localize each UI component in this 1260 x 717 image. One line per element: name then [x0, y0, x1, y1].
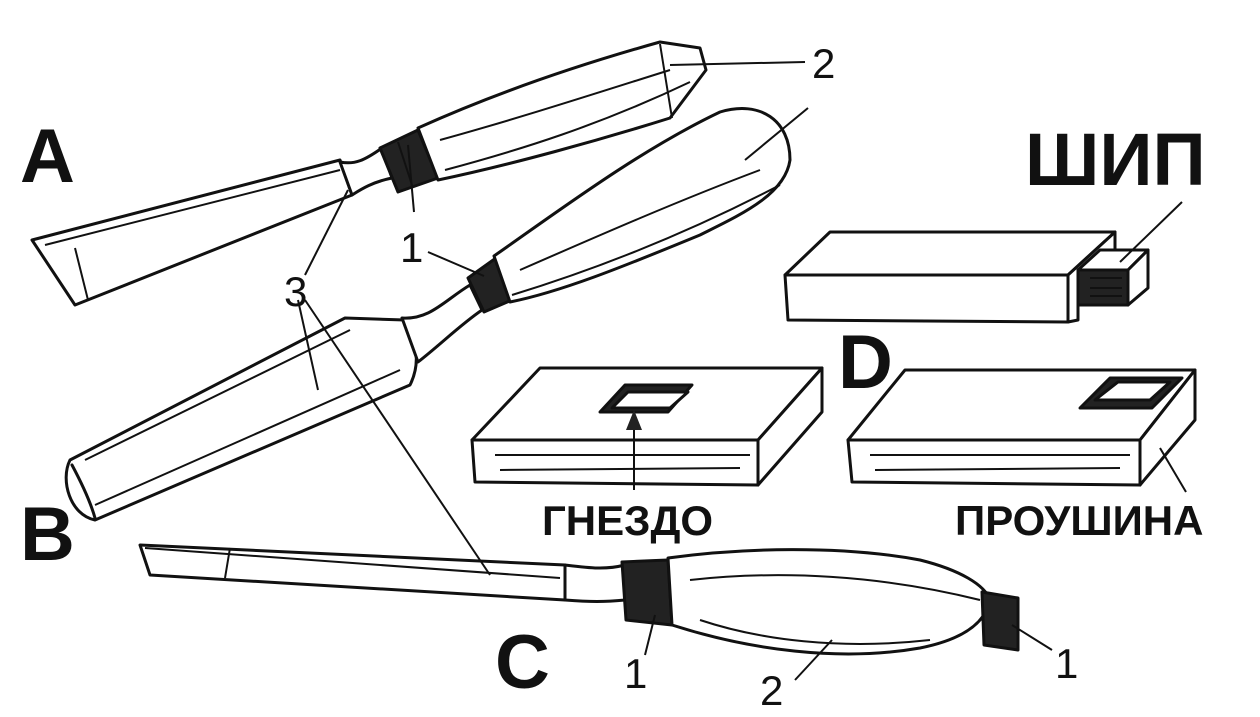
- number-1-chisel-a: 1: [400, 224, 423, 271]
- number-3-blades: 3: [284, 268, 307, 315]
- label-a: A: [20, 114, 75, 199]
- chisel-c-ferrule-back: [980, 590, 1020, 652]
- tenon-label: ШИП: [1025, 118, 1206, 201]
- chisel-b-neck: [400, 283, 484, 364]
- chisel-c-ferrule-front: [620, 558, 674, 627]
- chisel-b-handle: [492, 107, 792, 304]
- leader-lines: [297, 61, 1183, 681]
- label-b: B: [20, 492, 75, 577]
- number-2-chisel-c: 2: [760, 667, 783, 714]
- chisel-b: [64, 107, 792, 522]
- number-1-chisel-c-front: 1: [624, 650, 647, 697]
- number-1-chisel-c-back: 1: [1055, 640, 1078, 687]
- chisel-a-handle: [416, 40, 708, 182]
- chisel-c-blade: [138, 543, 567, 602]
- label-c: C: [495, 620, 550, 705]
- slot-label: ПРОУШИНА: [955, 497, 1203, 544]
- chisel-c-neck: [563, 563, 627, 603]
- mortise-label: ГНЕЗДО: [542, 497, 713, 544]
- mortise-block: [470, 366, 824, 490]
- chisel-b-blade: [64, 316, 418, 522]
- number-2-chisel-a: 2: [812, 40, 835, 87]
- chisel-c-handle: [666, 548, 992, 656]
- chisel-a: [30, 40, 708, 307]
- tenon-block: [783, 230, 1150, 324]
- slot-block: [846, 368, 1197, 493]
- label-d: D: [838, 320, 893, 405]
- chisel-c: [138, 543, 1020, 656]
